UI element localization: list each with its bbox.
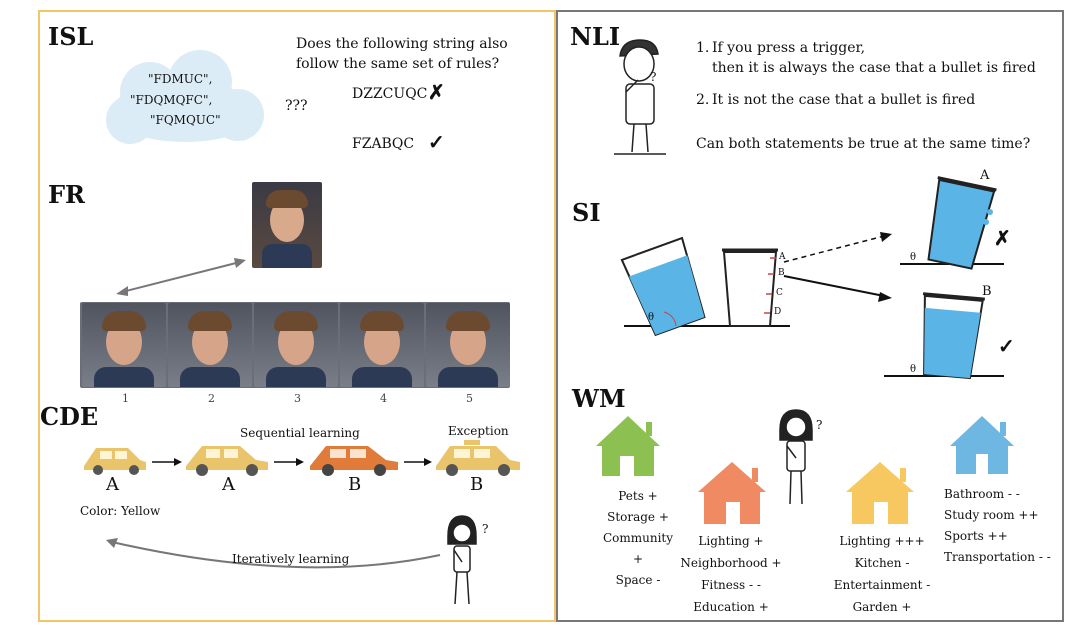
nli-question-mark: ? bbox=[650, 70, 657, 84]
si-mark-a: A bbox=[779, 252, 786, 262]
isl-candidate-good: FZABQC bbox=[352, 136, 415, 152]
car-icon bbox=[186, 446, 268, 476]
isl-string-3: "FQMQUC" bbox=[150, 113, 221, 127]
feature: Pets + bbox=[618, 489, 658, 503]
house-1-features: Pets + Storage + Community + Space - bbox=[600, 486, 676, 591]
car-label-1: A bbox=[106, 474, 119, 495]
cde-color-note: Color: Yellow bbox=[80, 504, 161, 518]
feature: Storage + bbox=[607, 510, 669, 524]
car-label-2: A bbox=[222, 474, 235, 495]
isl-candidate-bad: DZZCUQC bbox=[352, 86, 428, 102]
face-label-4: 4 bbox=[380, 392, 387, 405]
left-panel bbox=[38, 10, 556, 622]
isl-title: ISL bbox=[48, 22, 94, 51]
nli-statement-1-line1: If you press a trigger, bbox=[712, 40, 866, 56]
nli-s2-prefix: 2. bbox=[696, 92, 710, 108]
feature: Space - bbox=[615, 573, 661, 587]
cde-question-mark: ? bbox=[482, 522, 489, 536]
face-image-3 bbox=[254, 303, 338, 387]
feature: Transportation - - bbox=[944, 550, 1051, 564]
car-label-3: B bbox=[348, 474, 362, 495]
right-panel bbox=[556, 10, 1064, 622]
feature: Education + bbox=[693, 600, 769, 614]
face-image-1 bbox=[82, 303, 166, 387]
car-icon bbox=[436, 440, 520, 476]
target-face-image bbox=[252, 182, 322, 268]
si-title: SI bbox=[572, 198, 601, 227]
nli-s1-prefix: 1. bbox=[696, 40, 710, 56]
face-label-5: 5 bbox=[466, 392, 473, 405]
car-icon bbox=[310, 446, 398, 476]
isl-string-1: "FDMUC", bbox=[148, 72, 213, 86]
feature: Community + bbox=[602, 531, 674, 566]
feature: Bathroom - - bbox=[944, 487, 1020, 501]
si-label-b: B bbox=[982, 284, 992, 299]
feature: Lighting + bbox=[698, 534, 764, 548]
si-mark-b: B bbox=[778, 268, 785, 278]
feature: Study room ++ bbox=[944, 508, 1039, 522]
feature: Lighting +++ bbox=[839, 534, 925, 548]
si-mark-c: C bbox=[776, 288, 783, 298]
si-theta-2: θ bbox=[910, 252, 917, 263]
face-label-1: 1 bbox=[122, 392, 129, 405]
feature: Garden + bbox=[852, 600, 912, 614]
fr-title: FR bbox=[48, 180, 85, 209]
wm-question-mark: ? bbox=[816, 418, 823, 432]
isl-string-2: "FDQMQFC", bbox=[130, 93, 213, 107]
isl-question-line1: Does the following string also bbox=[296, 36, 508, 52]
isl-question-line2: follow the same set of rules? bbox=[296, 56, 500, 72]
check-icon: ✓ bbox=[428, 130, 445, 154]
cross-icon: ✗ bbox=[428, 80, 445, 104]
si-theta-1: θ bbox=[648, 312, 655, 323]
si-theta-3: θ bbox=[910, 364, 917, 375]
face-label-2: 2 bbox=[208, 392, 215, 405]
car-icon bbox=[84, 448, 146, 475]
si-label-a: A bbox=[980, 168, 990, 183]
car-label-4: B bbox=[470, 474, 484, 495]
house-icon-3 bbox=[846, 462, 914, 524]
nli-title: NLI bbox=[570, 22, 621, 51]
wm-title: WM bbox=[572, 384, 626, 413]
nli-statement-2: It is not the case that a bullet is fire… bbox=[712, 92, 976, 108]
cde-iterative-label: Iteratively learning bbox=[232, 552, 350, 566]
face-image-5 bbox=[426, 303, 510, 387]
woman-figure bbox=[447, 515, 477, 605]
house-2-features: Lighting + Neighborhood + Fitness - - Ed… bbox=[676, 530, 786, 618]
feature: Neighborhood + bbox=[680, 556, 782, 570]
feature: Fitness - - bbox=[701, 578, 761, 592]
nli-statement-1-line2: then it is always the case that a bullet… bbox=[712, 60, 1036, 76]
face-image-2 bbox=[168, 303, 252, 387]
feature: Entertainment - bbox=[833, 578, 931, 592]
face-image-4 bbox=[340, 303, 424, 387]
house-4-features: Bathroom - - Study room ++ Sports ++ Tra… bbox=[944, 484, 1052, 568]
woman-figure bbox=[779, 409, 813, 505]
cde-sequential-label: Sequential learning bbox=[240, 426, 360, 440]
feature: Sports ++ bbox=[944, 529, 1008, 543]
check-icon: ✓ bbox=[998, 334, 1015, 358]
cross-icon: ✗ bbox=[994, 226, 1011, 250]
feature: Kitchen - bbox=[854, 556, 910, 570]
face-label-3: 3 bbox=[294, 392, 301, 405]
house-3-features: Lighting +++ Kitchen - Entertainment - G… bbox=[828, 530, 936, 618]
cde-exception-label: Exception bbox=[448, 424, 509, 438]
cde-title: CDE bbox=[40, 402, 99, 431]
house-icon-1 bbox=[596, 416, 660, 476]
house-icon-2 bbox=[698, 462, 766, 524]
nli-question: Can both statements be true at the same … bbox=[696, 136, 1031, 152]
si-mark-d: D bbox=[774, 307, 782, 317]
house-icon-4 bbox=[950, 416, 1014, 474]
isl-unknown: ??? bbox=[285, 98, 308, 114]
